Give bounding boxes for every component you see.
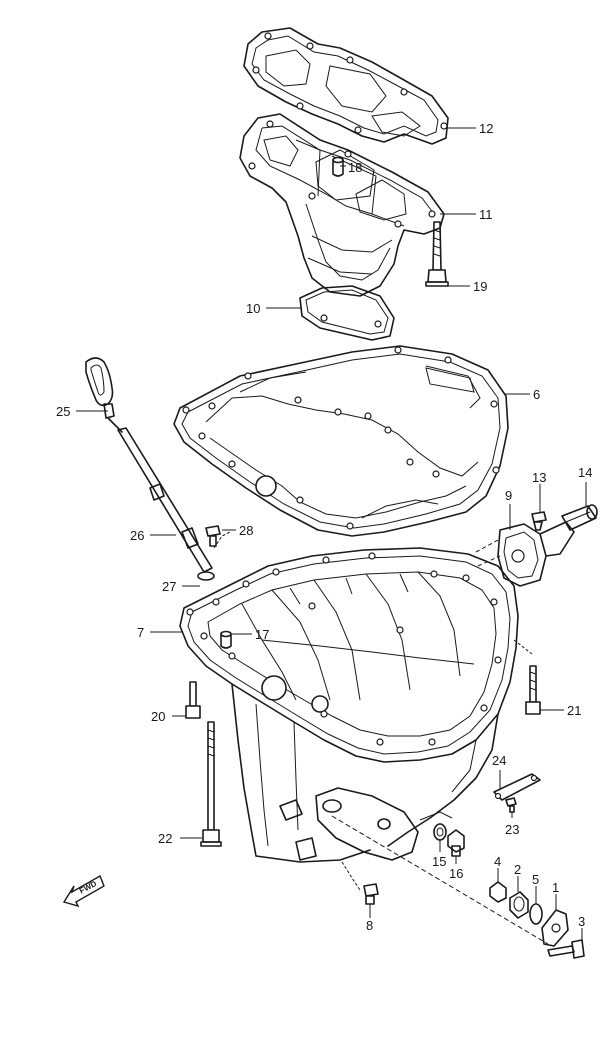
bolt-part-28 <box>205 525 231 549</box>
oil-pan-gasket-part-6 <box>173 345 509 537</box>
callout-24: 24 <box>492 753 506 768</box>
dowel-pin-part-18 <box>332 156 344 177</box>
exhaust-adapter-part-11 <box>239 113 445 297</box>
o-ring-part-27 <box>197 571 215 581</box>
bolt-part-21 <box>525 665 541 715</box>
forward-direction-arrow: FWD <box>62 874 105 908</box>
bolt-part-19 <box>425 221 449 287</box>
nut-part-4 <box>489 881 507 903</box>
dipstick-part-25 <box>85 357 123 433</box>
callout-4: 4 <box>494 854 501 869</box>
bracket-part-24 <box>493 773 541 801</box>
callout-23: 23 <box>505 822 519 837</box>
callout-25: 25 <box>56 404 70 419</box>
drain-bracket-part-1 <box>541 909 569 947</box>
callout-17: 17 <box>255 627 269 642</box>
callout-19: 19 <box>473 279 487 294</box>
callout-13: 13 <box>532 470 546 485</box>
leader-lines <box>76 127 587 940</box>
upper-gasket-part-12 <box>243 27 449 145</box>
callout-7: 7 <box>137 625 144 640</box>
callout-20: 20 <box>151 709 165 724</box>
bolt-part-20 <box>185 681 201 719</box>
long-bolt-part-22 <box>200 721 222 847</box>
callout-1: 1 <box>552 880 559 895</box>
oil-pan-part-7 <box>179 547 519 891</box>
callout-3: 3 <box>578 914 585 929</box>
callout-12: 12 <box>479 121 493 136</box>
bolt-part-23 <box>505 797 517 813</box>
callout-2: 2 <box>514 862 521 877</box>
pipe-part-14 <box>561 504 598 531</box>
dipstick-guide-tube-part-26 <box>117 427 213 573</box>
callout-15: 15 <box>432 854 446 869</box>
callout-18: 18 <box>348 160 362 175</box>
washer-part-5 <box>529 903 543 925</box>
callout-27: 27 <box>162 579 176 594</box>
callout-28: 28 <box>239 523 253 538</box>
callout-labels: 12 18 11 19 10 6 25 13 14 9 26 28 27 7 1… <box>56 121 592 933</box>
lower-gasket-part-10 <box>299 285 395 341</box>
bush-part-2 <box>509 891 529 919</box>
bolt-part-13 <box>531 511 547 531</box>
cover-part-9 <box>475 521 575 587</box>
dowel-pin-part-17 <box>220 630 232 649</box>
bolt-part-3 <box>547 939 585 959</box>
callout-22: 22 <box>158 831 172 846</box>
callout-14: 14 <box>578 465 592 480</box>
callout-8: 8 <box>366 918 373 933</box>
callout-5: 5 <box>532 872 539 887</box>
callout-9: 9 <box>505 488 512 503</box>
plug-part-16 <box>447 829 465 857</box>
callout-21: 21 <box>567 703 581 718</box>
callout-11: 11 <box>479 207 493 222</box>
callout-16: 16 <box>449 866 463 881</box>
callout-6: 6 <box>533 387 540 402</box>
callout-26: 26 <box>130 528 144 543</box>
gasket-part-15 <box>433 823 447 841</box>
callout-10: 10 <box>246 301 260 316</box>
fitting-part-8 <box>363 883 379 905</box>
